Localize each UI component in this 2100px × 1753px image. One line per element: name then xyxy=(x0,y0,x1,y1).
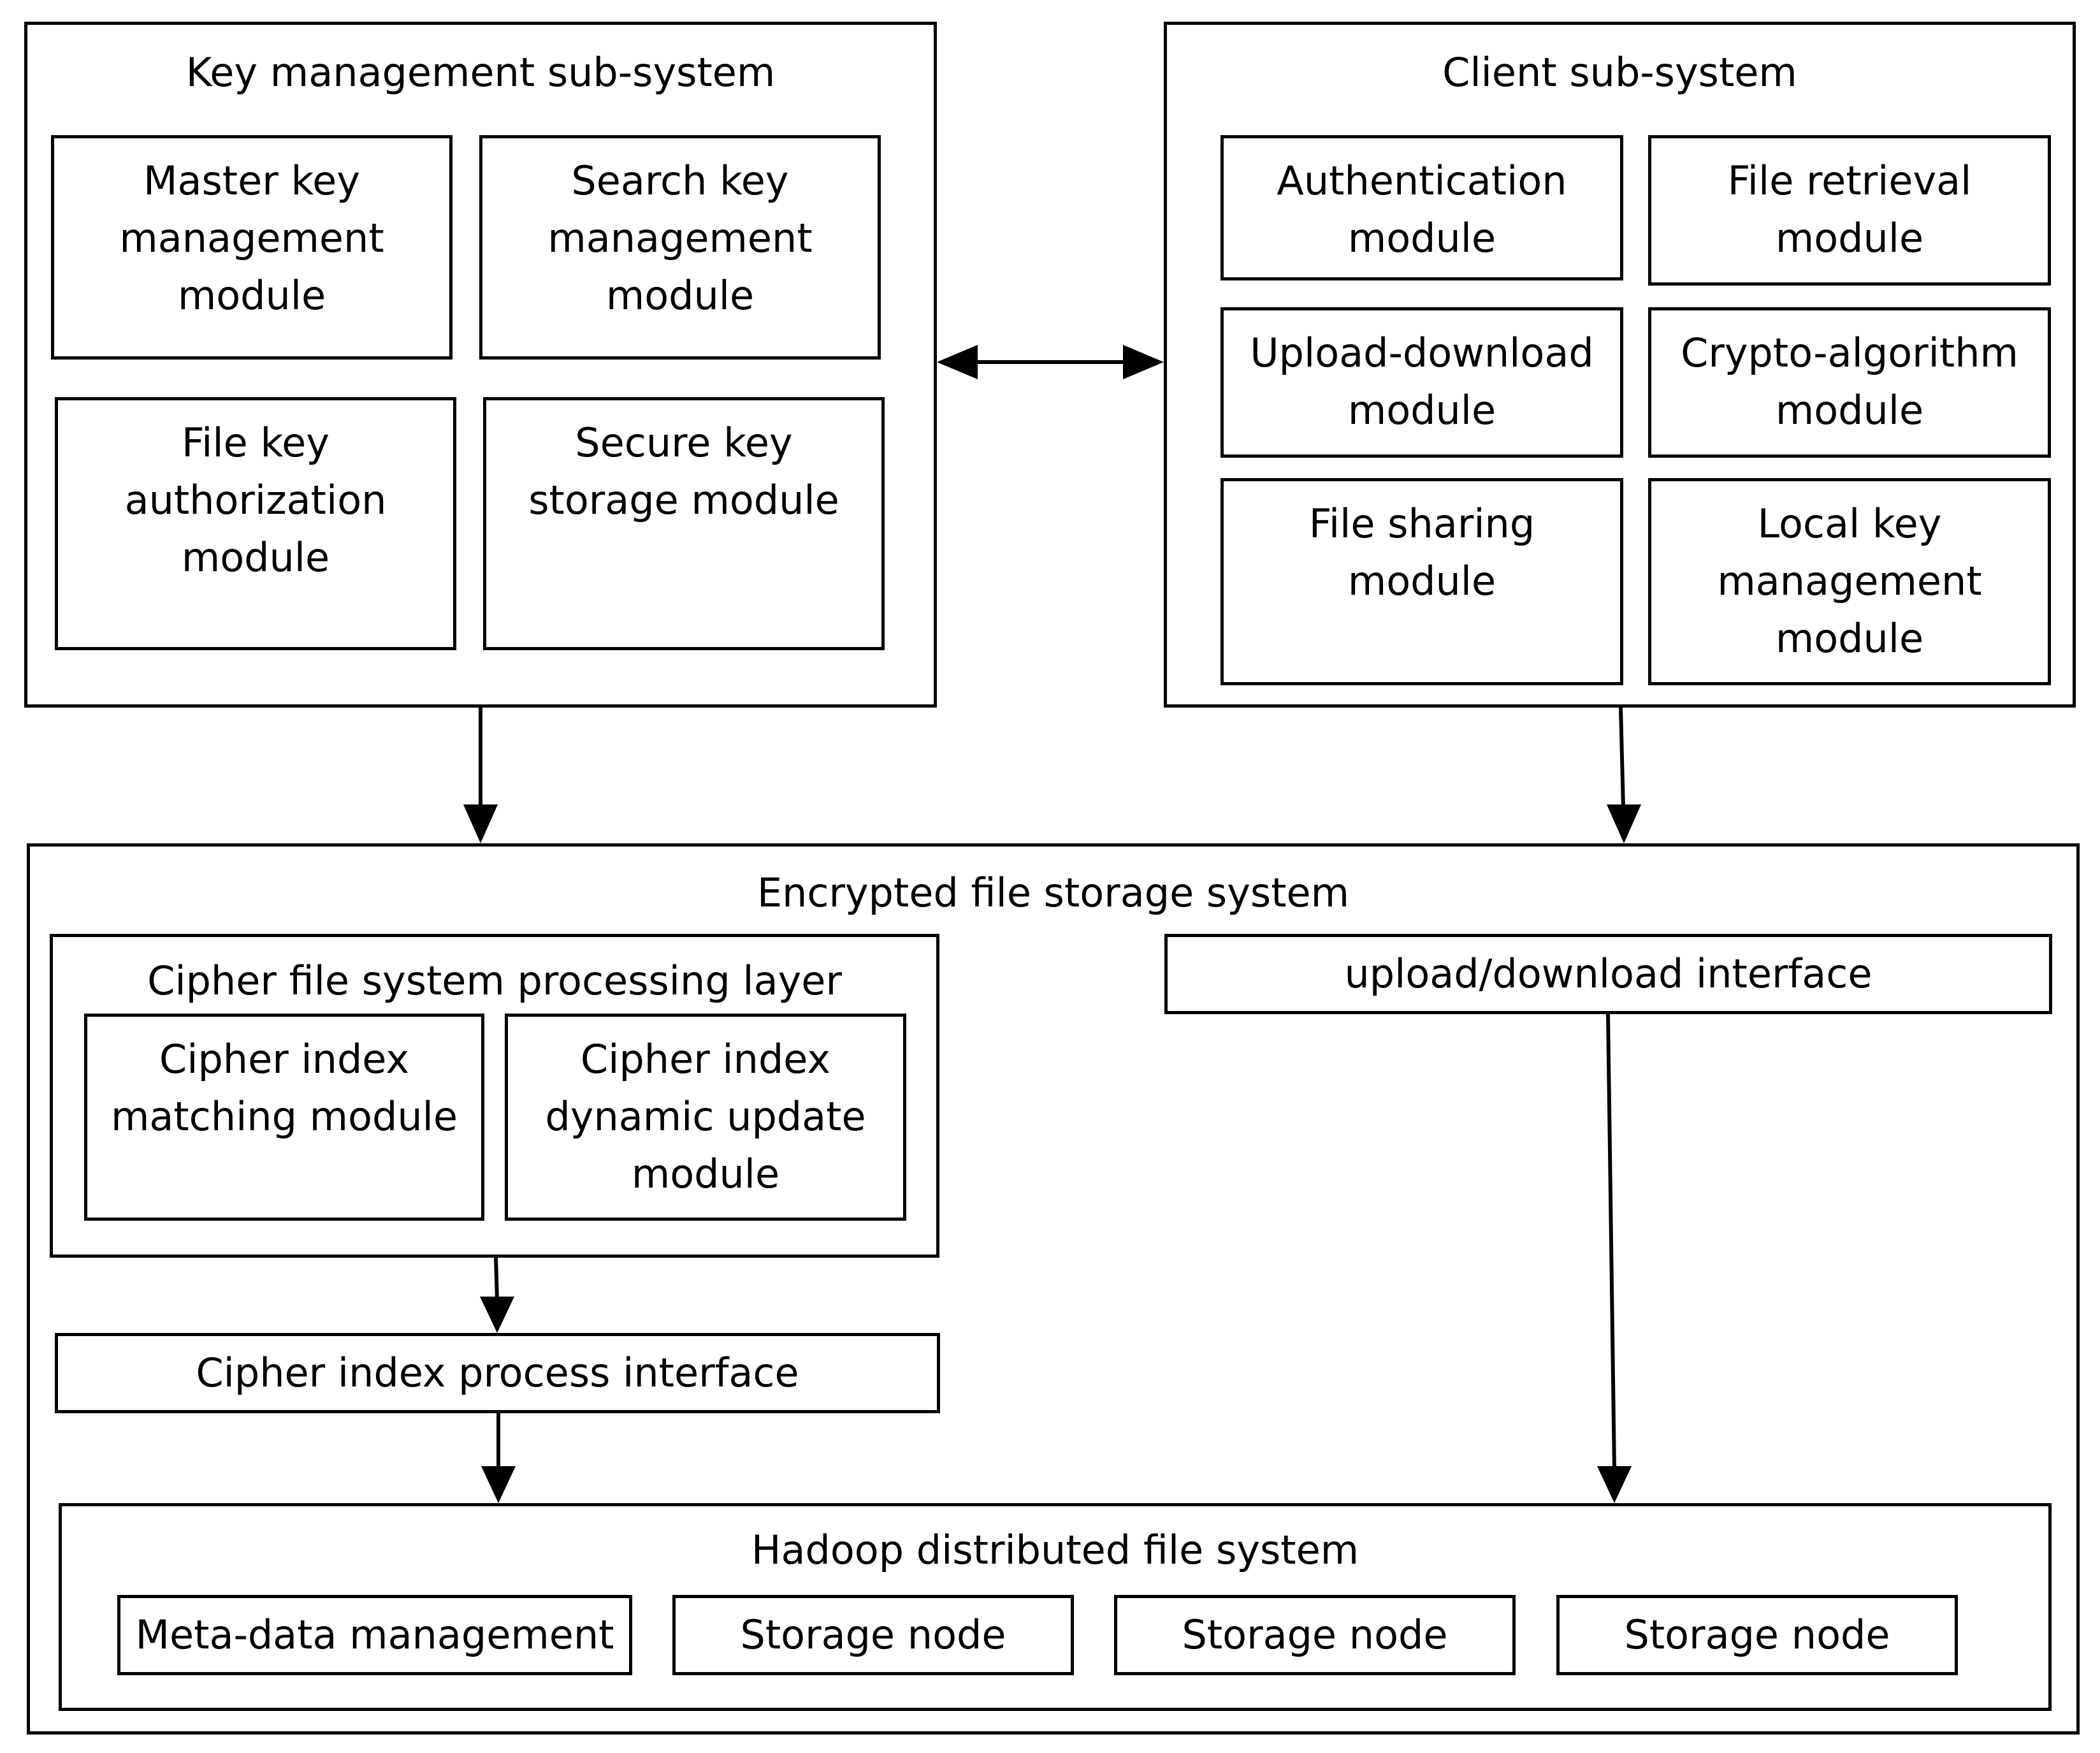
upload-download-module-label: Upload-download module xyxy=(1250,330,1594,433)
secure-key-storage-module: Secure key storage module xyxy=(483,397,885,650)
file-retrieval-module: File retrieval module xyxy=(1648,135,2051,286)
bidirectional-arrowhead-left xyxy=(937,345,978,379)
metadata-management-label: Meta-data management xyxy=(135,1611,614,1658)
secure-key-storage-label: Secure key storage module xyxy=(528,419,839,523)
file-sharing-module: File sharing module xyxy=(1220,478,1623,685)
hdfs-title: Hadoop distributed file system xyxy=(751,1527,1359,1573)
cipher-index-update-label: Cipher index dynamic update module xyxy=(545,1036,866,1197)
client-to-storage-arrowhead xyxy=(1607,804,1641,843)
bidirectional-arrowhead-right xyxy=(1123,345,1164,379)
authentication-module: Authentication module xyxy=(1220,135,1623,280)
storage-title: Encrypted file storage system xyxy=(757,869,1350,916)
key-management-title: Key management sub-system xyxy=(185,49,776,96)
local-key-management-module: Local key management module xyxy=(1648,478,2051,685)
master-key-module: Master key management module xyxy=(51,135,453,360)
storage-node-3: Storage node xyxy=(1556,1595,1958,1675)
file-key-authorization-module: File key authorization module xyxy=(55,397,456,650)
storage-node-2-label: Storage node xyxy=(1182,1611,1448,1658)
key-to-storage-arrowhead xyxy=(463,804,498,843)
local-key-management-label: Local key management module xyxy=(1717,500,1982,662)
authentication-module-label: Authentication module xyxy=(1277,157,1567,261)
file-retrieval-module-label: File retrieval module xyxy=(1727,157,1972,261)
search-key-module: Search key management module xyxy=(479,135,881,360)
cipher-index-update-module: Cipher index dynamic update module xyxy=(505,1014,906,1221)
storage-node-2: Storage node xyxy=(1114,1595,1516,1675)
cipher-index-process-interface: Cipher index process interface xyxy=(55,1333,940,1413)
search-key-module-label: Search key management module xyxy=(547,157,813,319)
storage-node-3-label: Storage node xyxy=(1624,1611,1890,1658)
storage-node-1-label: Storage node xyxy=(740,1611,1006,1658)
file-sharing-module-label: File sharing module xyxy=(1308,500,1535,604)
file-key-authorization-label: File key authorization module xyxy=(124,419,387,581)
upload-download-interface: upload/download interface xyxy=(1164,934,2052,1014)
cipher-index-matching-label: Cipher index matching module xyxy=(110,1036,458,1140)
crypto-algorithm-module-label: Crypto-algorithm module xyxy=(1681,330,2018,433)
cipher-index-matching-module: Cipher index matching module xyxy=(84,1014,484,1221)
upload-download-interface-label: upload/download interface xyxy=(1344,950,1872,997)
metadata-management-node: Meta-data management xyxy=(117,1595,632,1675)
upload-download-module: Upload-download module xyxy=(1220,307,1623,458)
client-to-storage-arrow-line xyxy=(1619,707,1625,809)
master-key-module-label: Master key management module xyxy=(119,157,384,319)
cipher-layer-title: Cipher file system processing layer xyxy=(147,957,842,1004)
client-title: Client sub-system xyxy=(1442,49,1797,96)
cipher-index-process-interface-label: Cipher index process interface xyxy=(196,1349,799,1396)
storage-node-1: Storage node xyxy=(672,1595,1074,1675)
crypto-algorithm-module: Crypto-algorithm module xyxy=(1648,307,2051,458)
